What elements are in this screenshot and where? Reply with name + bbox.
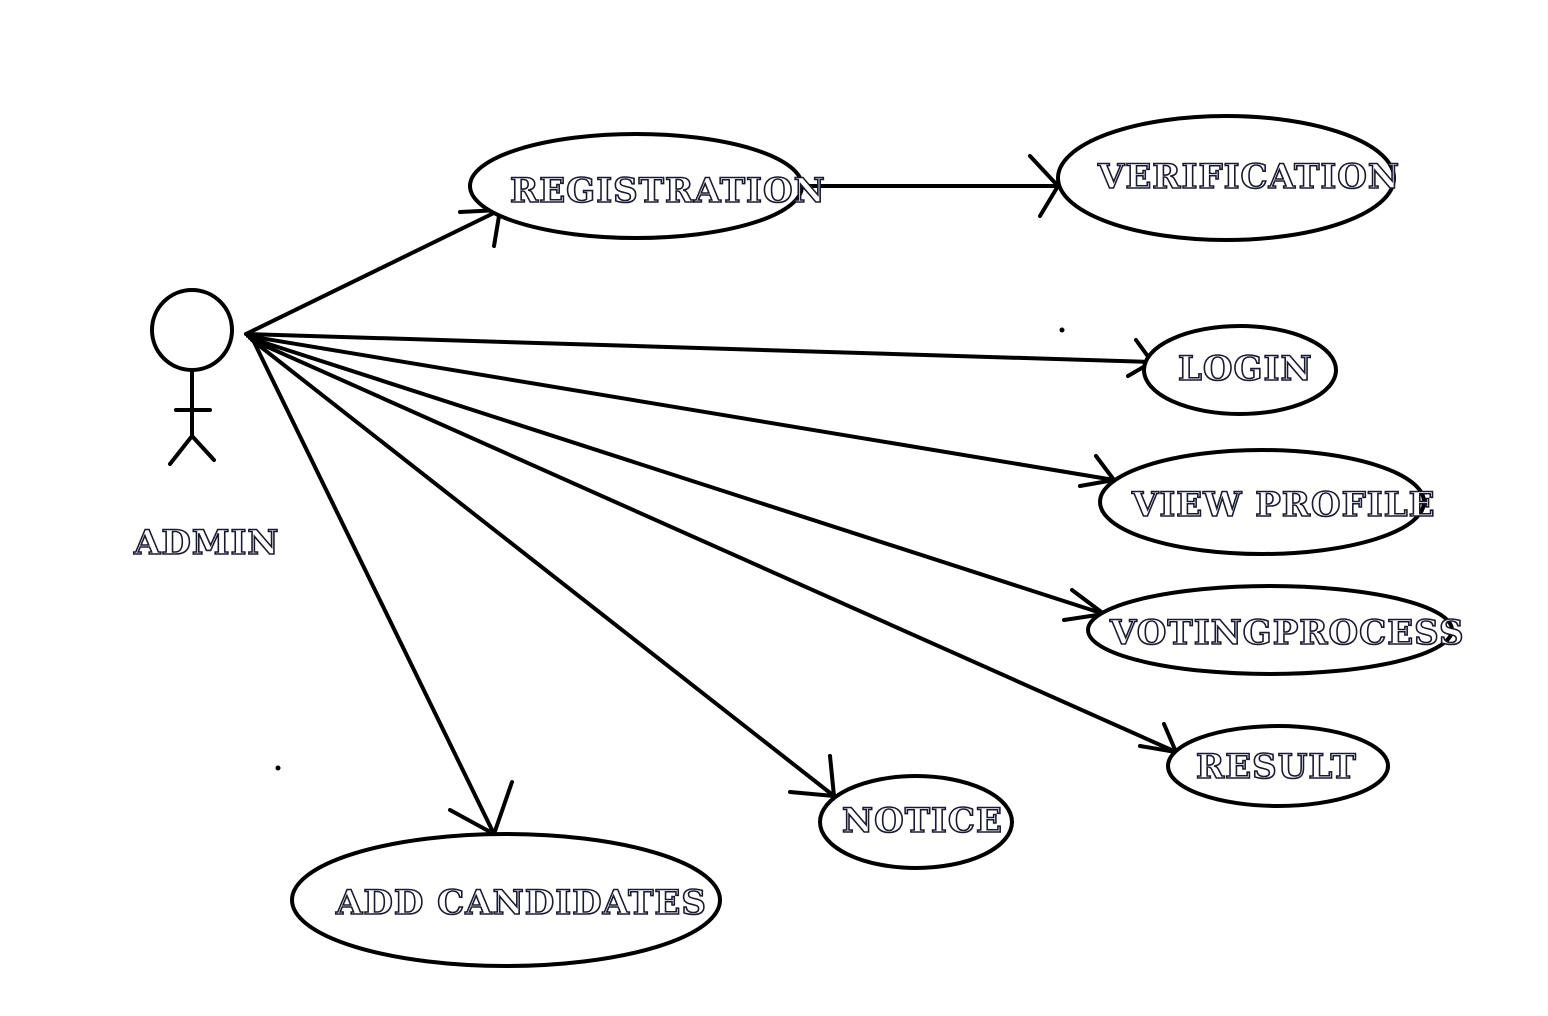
- edge-admin-view-profile: [246, 334, 1116, 482]
- use-case-registration: [468, 132, 804, 240]
- labels: ADMIN REGISTRATION VERIFICATION LOGIN VI…: [132, 156, 1465, 924]
- use-case-add-candidates: [290, 832, 722, 968]
- stray-dot: [1059, 327, 1065, 333]
- edge-admin-login: [244, 332, 1154, 364]
- label-voting-process: VOTINGPROCESS: [1109, 613, 1465, 653]
- stray-dot: [275, 765, 281, 771]
- edges: [244, 154, 1178, 836]
- label-view-profile: VIEW PROFILE: [1131, 485, 1436, 525]
- label-result: RESULT: [1196, 747, 1357, 787]
- arrowhead-view-profile: [1078, 454, 1116, 488]
- use-case-result: [1166, 724, 1390, 808]
- use-case-view-profile: [1098, 448, 1426, 556]
- edge-admin-notice: [250, 338, 836, 798]
- use-cases: [290, 114, 1454, 968]
- use-case-notice: [818, 774, 1014, 870]
- actor-head: [150, 288, 234, 372]
- label-verification: VERIFICATION: [1097, 157, 1400, 197]
- label-login: LOGIN: [1178, 349, 1313, 389]
- edge-admin-registration: [244, 208, 502, 336]
- actor-label: ADMIN: [133, 523, 279, 563]
- label-registration: REGISTRATION: [510, 171, 826, 211]
- use-case-login: [1142, 324, 1338, 416]
- actor-right-leg: [190, 434, 216, 462]
- use-case-voting-process: [1086, 584, 1454, 676]
- use-case-verification: [1056, 114, 1396, 242]
- label-notice: NOTICE: [842, 801, 1003, 841]
- edge-admin-result: [250, 338, 1178, 754]
- actor-left-leg: [168, 434, 194, 466]
- edge-admin-add-candidates: [252, 340, 496, 836]
- edge-admin-voting: [248, 336, 1106, 616]
- actor-admin: [150, 288, 234, 466]
- label-add-candidates: ADD CANDIDATES: [335, 883, 707, 923]
